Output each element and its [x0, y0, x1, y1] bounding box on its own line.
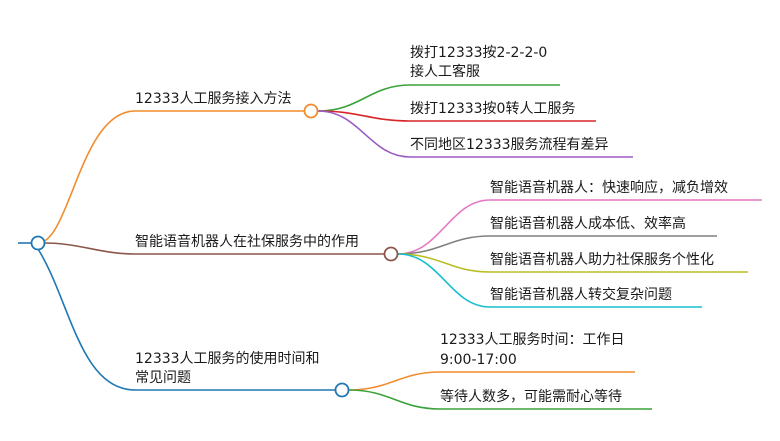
branch-2-child-1[interactable]: 智能语音机器人：快速响应，减负增效 — [490, 180, 728, 196]
root-node[interactable] — [30, 235, 46, 251]
branch-3-to-child-2 — [348, 389, 652, 410]
branch-3-label-line-1[interactable]: 12333人工服务的使用时间和 — [135, 351, 320, 367]
branch-3-child-2[interactable]: 等待人数多，可能需耐心等待 — [440, 389, 622, 405]
branch-2-label[interactable]: 智能语音机器人在社保服务中的作用 — [135, 234, 359, 250]
branch-1-to-child-2 — [317, 110, 596, 122]
branch-1-child-3[interactable]: 不同地区12333服务流程有差异 — [410, 137, 609, 153]
branch-3-child-1-line-1[interactable]: 12333人工服务时间：工作日 — [440, 332, 625, 348]
branch-1-child-1-line-1[interactable]: 拨打12333按2-2-2-0 — [410, 45, 548, 61]
branch-2-child-3[interactable]: 智能语音机器人助力社保服务个性化 — [490, 252, 714, 268]
branch-1-child-2[interactable]: 拨打12333按0转人工服务 — [410, 101, 576, 117]
branch-3-to-child-1 — [348, 371, 635, 391]
branch-1-to-child-3 — [317, 110, 633, 158]
branch-2-node[interactable] — [383, 246, 399, 262]
branch-1-to-child-1 — [317, 84, 560, 112]
branch-1-child-1-line-2[interactable]: 接人工客服 — [410, 64, 480, 80]
branch-2-to-child-4 — [397, 253, 702, 308]
branch-2-child-2[interactable]: 智能语音机器人成本低、效率高 — [490, 216, 686, 232]
branch-1-node[interactable] — [303, 103, 319, 119]
root-to-branch-2 — [43, 242, 136, 255]
branch-2-child-4[interactable]: 智能语音机器人转交复杂问题 — [490, 287, 672, 303]
branch-3-node[interactable] — [334, 382, 350, 398]
branch-3-label-line-2[interactable]: 常见问题 — [135, 370, 191, 386]
branch-2-to-child-1 — [397, 199, 762, 255]
root-to-branch-3 — [37, 248, 136, 391]
branch-3-child-1-line-2[interactable]: 9:00-17:00 — [440, 352, 517, 368]
branch-1-label[interactable]: 12333人工服务接入方法 — [135, 91, 292, 107]
branch-2-to-child-3 — [397, 253, 748, 273]
branch-2-to-child-2 — [397, 235, 717, 255]
root-to-branch-1 — [37, 110, 136, 244]
